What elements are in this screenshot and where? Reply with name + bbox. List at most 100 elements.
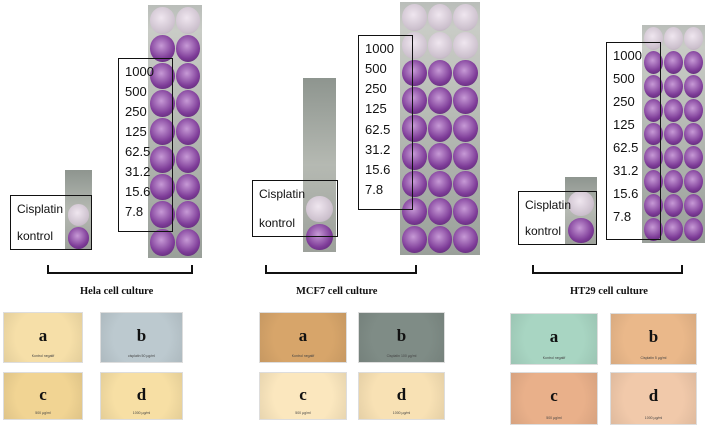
mcf7-bracket — [265, 265, 417, 274]
concentration-label: 7.8 — [125, 204, 144, 219]
plate-well — [150, 7, 175, 34]
plate-well — [664, 218, 683, 241]
concentration-label: 250 — [365, 81, 387, 97]
micrograph-label: 1000 µg/ml — [644, 416, 663, 420]
control-well — [306, 195, 333, 223]
micrograph-letter: d — [396, 384, 407, 404]
plate-well — [453, 59, 478, 87]
plate-well — [664, 122, 683, 146]
concentration-label: 62.5 — [365, 121, 391, 137]
plate-well — [150, 34, 175, 62]
micrograph-letter: d — [136, 384, 147, 404]
plate-well — [427, 59, 453, 87]
concentration-label: 250 — [613, 94, 635, 109]
micrograph-letter: d — [648, 386, 659, 406]
plate-well — [402, 198, 427, 226]
plate-well — [684, 146, 703, 170]
plate-well — [453, 87, 478, 115]
cisplatin-label: Cisplatin — [17, 202, 64, 216]
micrograph-label: Kontrol negatif — [542, 356, 566, 360]
hela-control-box: Cisplatin kontrol — [10, 195, 92, 250]
plate-well — [402, 142, 427, 170]
plate-well — [453, 170, 478, 198]
plate-well — [402, 31, 427, 59]
control-well — [568, 190, 594, 217]
plate-well — [684, 98, 703, 122]
concentration-label: 7.8 — [613, 209, 632, 224]
micrograph-label: 1000 µg/ml — [392, 411, 411, 415]
ht29-micrograph-d: d 1000 µg/ml — [610, 372, 697, 425]
concentration-label: 1000 — [613, 48, 642, 63]
plate-well — [453, 226, 478, 253]
plate-well — [402, 59, 427, 87]
plate-well — [402, 115, 427, 142]
micrograph-label: 500 µg/ml — [35, 411, 51, 415]
plate-well — [175, 118, 200, 145]
plate-well — [175, 90, 200, 118]
plate-well — [453, 4, 478, 31]
micrograph-letter: a — [549, 327, 559, 346]
mcf7-control-tube — [303, 78, 336, 252]
plate-well — [664, 170, 683, 194]
plate-well — [150, 173, 175, 201]
plate-well — [664, 74, 683, 98]
concentration-label: 31.2 — [613, 163, 639, 178]
control-well — [568, 217, 594, 244]
concentration-label: 15.6 — [365, 161, 391, 177]
plate-well — [175, 7, 200, 34]
plate-well — [175, 62, 200, 90]
plate-well — [150, 145, 175, 173]
control-well — [67, 204, 90, 226]
plate-well — [684, 218, 703, 241]
plate-well — [664, 194, 683, 218]
mcf7-micrograph-d: d 1000 µg/ml — [358, 372, 445, 420]
concentration-label: 1000 — [125, 64, 154, 79]
plate-well — [453, 198, 478, 226]
ht29-caption: HT29 cell culture — [570, 286, 648, 297]
plate-well — [684, 74, 703, 98]
plate-well — [175, 173, 200, 201]
concentration-label: 7.8 — [365, 181, 384, 197]
plate-well — [402, 87, 427, 115]
micrograph-label: Kontrol negatif — [291, 354, 315, 358]
concentration-label: 31.2 — [365, 141, 391, 157]
plate-well — [427, 4, 453, 31]
plate-well — [644, 27, 663, 50]
plate-well — [644, 74, 663, 98]
plate-well — [427, 115, 453, 142]
micrograph-letter: c — [550, 386, 558, 406]
plate-well — [684, 27, 703, 50]
kontrol-label: kontrol — [17, 229, 54, 243]
kontrol-label: kontrol — [259, 216, 296, 230]
micrograph-label: 500 µg/ml — [295, 411, 311, 415]
ht29-bracket — [532, 265, 683, 274]
micrograph-letter: a — [38, 325, 48, 345]
plate-well — [684, 170, 703, 194]
concentration-label: 62.5 — [125, 144, 151, 159]
plate-well — [644, 122, 663, 146]
concentration-label: 1000 — [365, 41, 394, 56]
micrograph-label: cisplatin 50 µg/ml — [127, 354, 156, 358]
mcf7-well-plate — [400, 2, 480, 255]
plate-well — [402, 226, 427, 253]
plate-well — [644, 170, 663, 194]
micrograph-letter: c — [39, 384, 47, 404]
plate-well — [175, 201, 200, 229]
concentration-label: 500 — [125, 84, 147, 99]
plate-well — [644, 218, 663, 241]
kontrol-label: kontrol — [525, 224, 562, 238]
hela-micrograph-c: c 500 µg/ml — [3, 372, 83, 420]
plate-well — [427, 170, 453, 198]
plate-well — [644, 50, 663, 74]
plate-well — [150, 118, 175, 145]
plate-well — [427, 198, 453, 226]
